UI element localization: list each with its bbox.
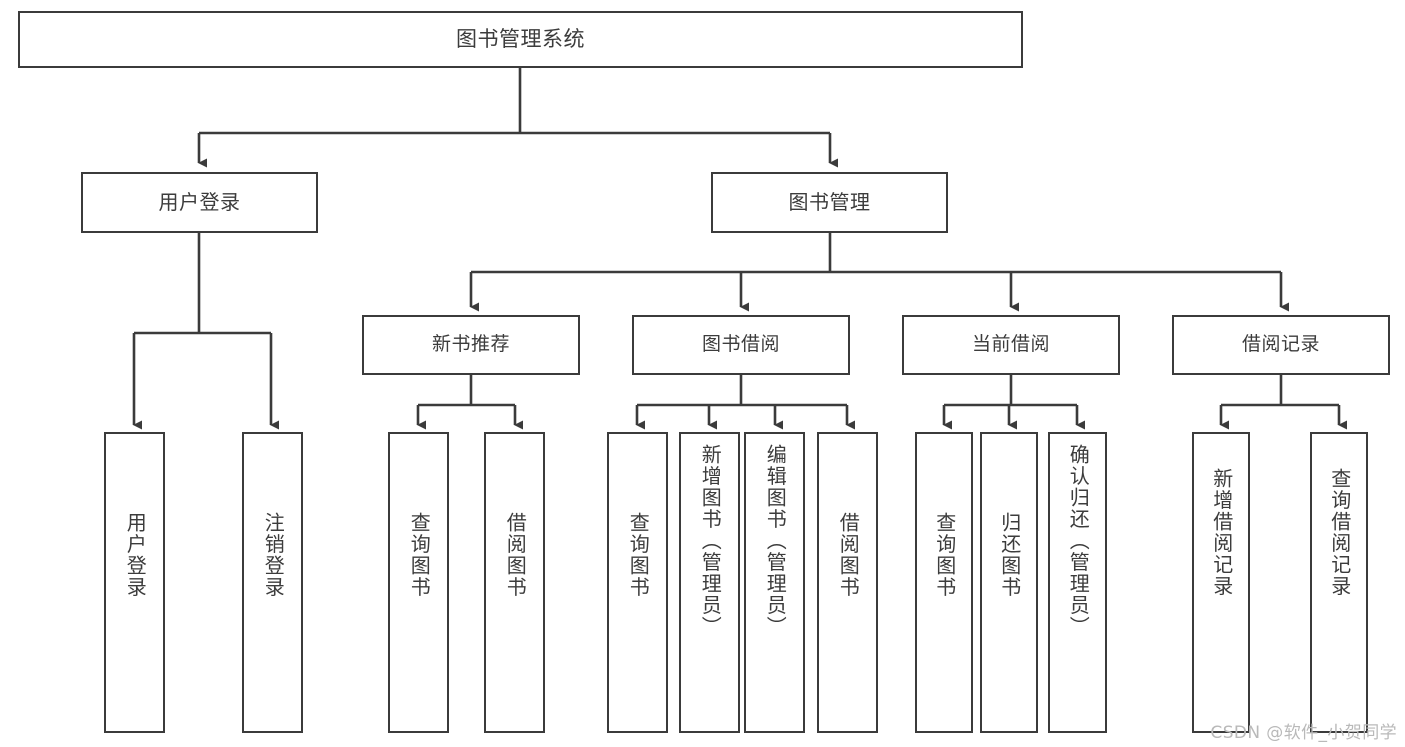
node-new-book-recommend[interactable]: 新书推荐: [362, 315, 580, 375]
node-label: 用户登录: [123, 512, 148, 598]
leaf-borrow-book-recommend[interactable]: 借阅图书: [484, 432, 545, 733]
leaf-query-book-recommend[interactable]: 查询图书: [388, 432, 449, 733]
node-label: 图书管理系统: [456, 26, 585, 51]
node-label: 图书借阅: [701, 333, 780, 356]
leaf-user-login[interactable]: 用户登录: [104, 432, 165, 733]
leaf-return-book[interactable]: 归还图书: [980, 432, 1038, 733]
node-borrow-record[interactable]: 借阅记录: [1172, 315, 1390, 375]
node-label: 查询图书: [407, 512, 432, 598]
node-label: 查询借阅记录: [1327, 468, 1352, 597]
leaf-query-book-current[interactable]: 查询图书: [915, 432, 973, 733]
node-label: 借阅图书: [503, 512, 528, 598]
node-label: 借阅图书: [836, 512, 861, 598]
node-current-borrow[interactable]: 当前借阅: [902, 315, 1120, 375]
node-label: 用户登录: [158, 190, 241, 215]
leaf-query-book-borrow[interactable]: 查询图书: [607, 432, 668, 733]
node-label: 查询图书: [626, 512, 651, 598]
node-label: 新书推荐: [431, 333, 510, 356]
node-root-book-management-system[interactable]: 图书管理系统: [18, 11, 1023, 68]
node-label: 借阅记录: [1241, 333, 1320, 356]
node-user-login[interactable]: 用户登录: [81, 172, 318, 233]
leaf-add-borrow-record[interactable]: 新增借阅记录: [1192, 432, 1250, 733]
node-label: 归还图书: [997, 512, 1022, 598]
leaf-query-borrow-record[interactable]: 查询借阅记录: [1310, 432, 1368, 733]
leaf-borrow-book[interactable]: 借阅图书: [817, 432, 878, 733]
node-label: 新增借阅记录: [1209, 468, 1234, 597]
node-label: 查询图书: [932, 512, 957, 598]
node-label: 图书管理: [788, 190, 871, 215]
leaf-confirm-return-admin[interactable]: 确认归还（管理员）: [1048, 432, 1107, 733]
watermark-text: CSDN @软件_小贺同学: [1210, 723, 1397, 743]
node-label: 注销登录: [261, 512, 286, 598]
node-label: 确认归还（管理员）: [1066, 444, 1091, 638]
leaf-add-book-admin[interactable]: 新增图书（管理员）: [679, 432, 740, 733]
node-label: 新增图书（管理员）: [698, 444, 723, 638]
node-book-management[interactable]: 图书管理: [711, 172, 948, 233]
node-book-borrow[interactable]: 图书借阅: [632, 315, 850, 375]
leaf-user-logout[interactable]: 注销登录: [242, 432, 303, 733]
node-label: 当前借阅: [971, 333, 1050, 356]
leaf-edit-book-admin[interactable]: 编辑图书（管理员）: [744, 432, 805, 733]
node-label: 编辑图书（管理员）: [763, 444, 788, 638]
